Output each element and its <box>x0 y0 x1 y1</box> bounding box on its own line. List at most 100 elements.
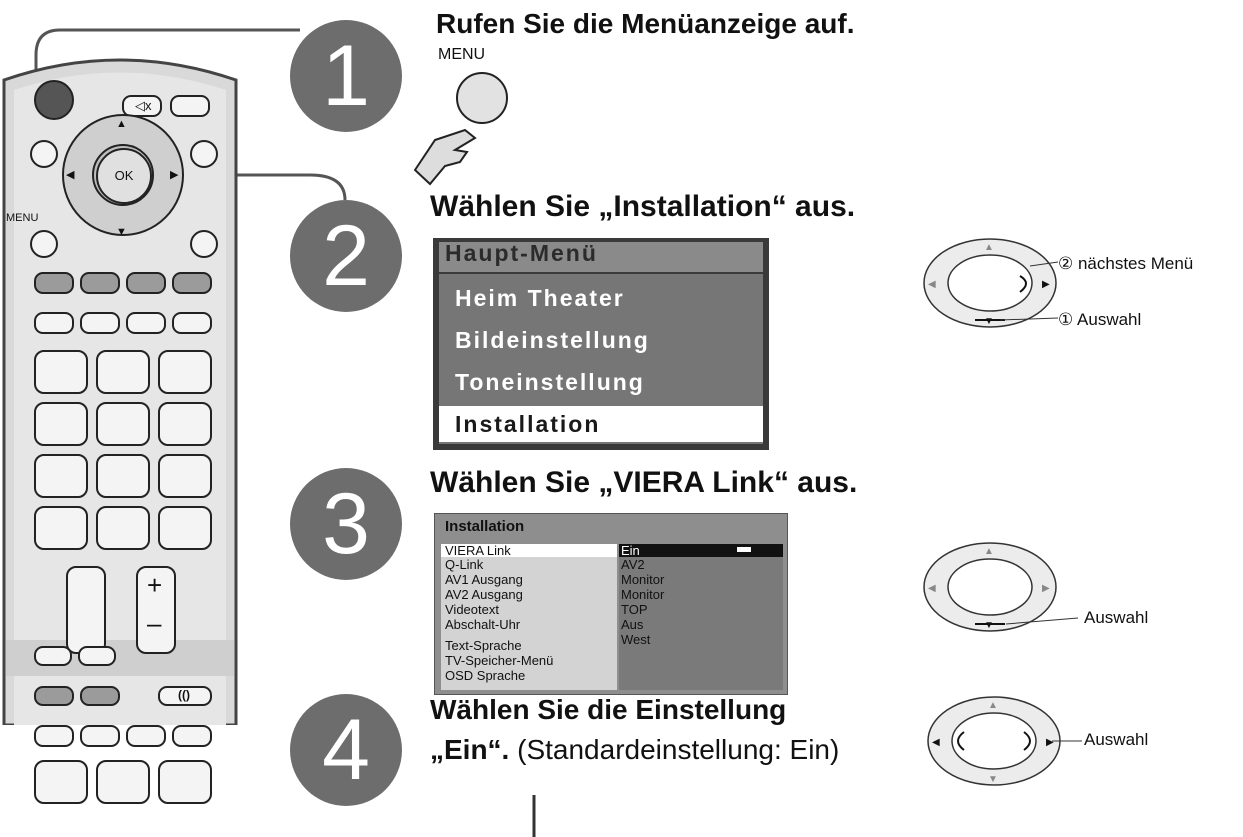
remote-control: ◁x MENU ▲ OK ▲ ▼ ◀ ▶ + – <box>0 40 240 727</box>
step-4-select-hint: Auswahl <box>1084 730 1149 749</box>
svg-text:▶: ▶ <box>1042 279 1050 290</box>
rec-button[interactable] <box>34 686 74 706</box>
menu-button[interactable] <box>30 230 58 258</box>
installation-selected-highlight <box>441 544 617 557</box>
large-button-2[interactable] <box>96 760 150 804</box>
number-button-5[interactable] <box>96 402 150 446</box>
arrow-up-icon: ▲ <box>116 118 127 130</box>
value-slider-indicator <box>737 547 751 552</box>
installation-value: Monitor <box>621 572 665 587</box>
number-button-3[interactable] <box>158 350 212 394</box>
av-button[interactable] <box>170 95 210 117</box>
installation-option[interactable]: AV1 Ausgang <box>445 572 523 587</box>
number-button-12[interactable] <box>158 506 212 550</box>
exit-button[interactable] <box>30 140 58 168</box>
installation-value[interactable]: Ein <box>621 543 640 558</box>
function-button-2[interactable] <box>80 312 120 334</box>
installation-value: TOP <box>621 602 648 617</box>
installation-menu-values: Ein AV2 Monitor Monitor TOP Aus West <box>619 544 783 690</box>
step-4-value-label: „Ein“. <box>430 734 510 765</box>
step-2-heading: Wählen Sie „Installation“ aus. <box>430 190 856 223</box>
function-button-3[interactable] <box>126 312 166 334</box>
step-2-select-hint: ① Auswahl <box>1058 310 1142 329</box>
installation-option[interactable]: OSD Sprache <box>445 668 526 683</box>
index-button[interactable] <box>78 646 116 666</box>
step-2-dpad-icon: ▲ ▼ ◀ ▶ <box>923 238 1059 328</box>
playback-button-3[interactable] <box>126 725 166 747</box>
playback-button-2[interactable] <box>80 725 120 747</box>
yellow-button[interactable] <box>126 272 166 294</box>
menu-button-illustration <box>456 72 508 124</box>
step-4-badge: 4 <box>290 694 402 806</box>
number-button-1[interactable] <box>34 350 88 394</box>
step-4-dpad-icon: ▲ ▼ ◀ ▶ <box>927 696 1082 786</box>
playback-button-1[interactable] <box>34 725 74 747</box>
step-2-badge: 2 <box>290 200 402 312</box>
arrow-down-icon: ▼ <box>116 226 127 238</box>
power-button[interactable] <box>34 80 74 120</box>
number-button-0[interactable] <box>96 506 150 550</box>
main-menu-item-selected[interactable]: Installation <box>439 406 763 442</box>
svg-text:▲: ▲ <box>984 546 994 557</box>
installation-value: Aus <box>621 617 644 632</box>
mute-button[interactable]: ◁x <box>122 95 162 117</box>
step-4-heading-line2: „Ein“. (Standardeinstellung: Ein) <box>430 734 839 766</box>
channel-rocker[interactable] <box>66 566 106 654</box>
return-button[interactable] <box>190 230 218 258</box>
installation-value: Monitor <box>621 587 665 602</box>
mute-icon: ◁x <box>135 98 152 113</box>
svg-text:▶: ▶ <box>1042 583 1050 594</box>
stop-button[interactable] <box>80 686 120 706</box>
number-button-2[interactable] <box>96 350 150 394</box>
svg-text:▼: ▼ <box>984 316 994 327</box>
number-button-7[interactable] <box>34 454 88 498</box>
arrow-right-icon: ▶ <box>170 169 179 181</box>
installation-option[interactable]: AV2 Ausgang <box>445 587 523 602</box>
step-1-badge: 1 <box>290 20 402 132</box>
svg-text:▲: ▲ <box>988 700 998 711</box>
installation-option[interactable]: Videotext <box>445 602 499 617</box>
number-button-4[interactable] <box>34 402 88 446</box>
installation-value: AV2 <box>621 557 645 572</box>
ok-button[interactable]: OK <box>96 148 152 204</box>
blue-button[interactable] <box>172 272 212 294</box>
main-menu-screen: Haupt-Menü Heim Theater Bildeinstellung … <box>433 238 769 450</box>
red-button[interactable] <box>34 272 74 294</box>
installation-menu-options: VIERA Link Q-Link AV1 Ausgang AV2 Ausgan… <box>441 544 617 690</box>
number-button-10[interactable] <box>34 506 88 550</box>
option-button[interactable] <box>190 140 218 168</box>
step-3-badge: 3 <box>290 468 402 580</box>
installation-option[interactable]: Q-Link <box>445 557 484 572</box>
step-4-heading-line1: Wählen Sie die Einstellung <box>430 694 787 725</box>
teletext-button[interactable] <box>34 646 72 666</box>
svg-text:◀: ◀ <box>928 583 936 594</box>
volume-plus-label: + <box>147 570 163 600</box>
large-button-3[interactable] <box>158 760 212 804</box>
main-menu-item[interactable]: Heim Theater <box>455 285 625 311</box>
svg-text:▼: ▼ <box>984 620 994 631</box>
main-menu-item[interactable]: Toneinstellung <box>455 369 645 395</box>
number-button-9[interactable] <box>158 454 212 498</box>
installation-option[interactable]: Text-Sprache <box>445 638 522 653</box>
installation-option[interactable]: TV-Speicher-Menü <box>445 653 554 668</box>
main-menu-items: Heim Theater Bildeinstellung Toneinstell… <box>439 274 763 444</box>
main-menu-item[interactable]: Bildeinstellung <box>455 327 650 353</box>
function-button-1[interactable] <box>34 312 74 334</box>
sd-card-button[interactable]: (() <box>158 686 212 706</box>
pressing-hand-icon <box>413 128 477 186</box>
playback-button-4[interactable] <box>172 725 212 747</box>
installation-option[interactable]: Abschalt-Uhr <box>445 617 521 632</box>
svg-text:◀: ◀ <box>932 737 940 748</box>
function-button-4[interactable] <box>172 312 212 334</box>
svg-text:▶: ▶ <box>1046 737 1054 748</box>
installation-option[interactable]: VIERA Link <box>445 543 511 558</box>
step-3-heading: Wählen Sie „VIERA Link“ aus. <box>430 466 858 499</box>
large-button-1[interactable] <box>34 760 88 804</box>
volume-rocker[interactable]: + – <box>136 566 176 654</box>
number-button-8[interactable] <box>96 454 150 498</box>
number-button-6[interactable] <box>158 402 212 446</box>
green-button[interactable] <box>80 272 120 294</box>
arrow-left-icon: ◀ <box>66 169 75 181</box>
step-1-menu-label: MENU <box>438 46 486 63</box>
step-3-dpad-icon: ▲ ▼ ◀ ▶ <box>923 542 1079 632</box>
